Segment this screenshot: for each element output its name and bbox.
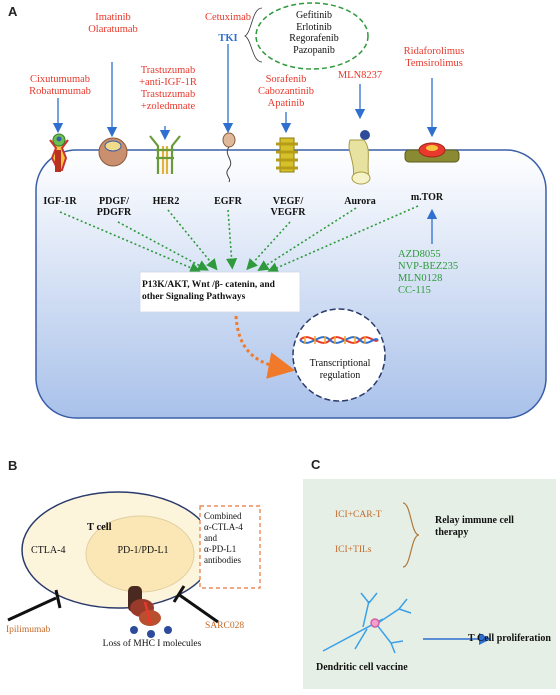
pdgfr-receptor-icon: [98, 137, 128, 167]
trastuzumab-label: Trastuzumab+anti-IGF-1R Trastuzumab+zole…: [139, 65, 197, 112]
mln8237-label: MLN8237: [337, 70, 383, 81]
transcription-circle: [292, 308, 386, 402]
pathway-box: [139, 271, 301, 313]
tcell-label: T cell: [87, 522, 112, 533]
vegf-label: VEGF/VEGFR: [270, 196, 306, 218]
combined-box: [199, 505, 261, 589]
aurora-receptor-icon: [348, 130, 371, 185]
panel-b-graphics: [7, 491, 261, 638]
panel-c-box: [303, 479, 556, 689]
aurora-label: Aurora: [344, 196, 376, 207]
her2-label: HER2: [152, 196, 180, 207]
egfr-receptor-icon: [222, 132, 236, 183]
ipilimumab-antibody: [7, 596, 57, 622]
tki-brace: [244, 7, 263, 63]
pd1-label: PD-1/PD-L1: [117, 545, 169, 556]
pdgf-label: PDGF/PDGFR: [96, 196, 132, 218]
igf1r-receptor-icon: [49, 133, 69, 172]
orange-arrow: [234, 315, 296, 379]
sarc028-label: SARC028: [205, 621, 245, 631]
sarc028-antibody: [177, 592, 219, 624]
her2-receptor-icon: [149, 135, 181, 174]
igf1r-label: IGF-1R: [43, 196, 77, 207]
mhc-complex-icon: [128, 586, 172, 638]
panel-a-letter: A: [8, 4, 18, 19]
cetuximab-label: Cetuximab: [204, 12, 252, 23]
tki-label: TKI: [218, 33, 238, 44]
panel-b-letter: B: [8, 458, 18, 473]
egfr-label: EGFR: [214, 196, 242, 207]
mtor-label: m.TOR: [410, 192, 444, 203]
mtor-icon: [404, 142, 460, 163]
ctla4-label: CTLA-4: [31, 545, 66, 556]
ici-car-label: ICI+CAR-T: [335, 510, 382, 520]
vegfr-receptor-icon: [276, 137, 298, 173]
mhc-label: Loss of MHC I molecules: [102, 639, 202, 649]
dendritic-cell-icon: [322, 592, 412, 654]
panel-c-letter: C: [311, 457, 321, 472]
tki-ellipse: [255, 2, 369, 70]
vaccine-label: Dendritic cell vaccine: [316, 662, 408, 673]
panel-c-graphics: [322, 502, 491, 654]
tcell-proliferation-label: T Cell proliferation: [468, 633, 551, 644]
dna-icon: [299, 336, 379, 344]
ici-tils-label: ICI+TILs: [335, 545, 372, 555]
panel-a-graphics: [35, 2, 547, 419]
ipilimumab-label: Ipilimumab: [6, 625, 51, 635]
relay-brace: [402, 502, 420, 568]
